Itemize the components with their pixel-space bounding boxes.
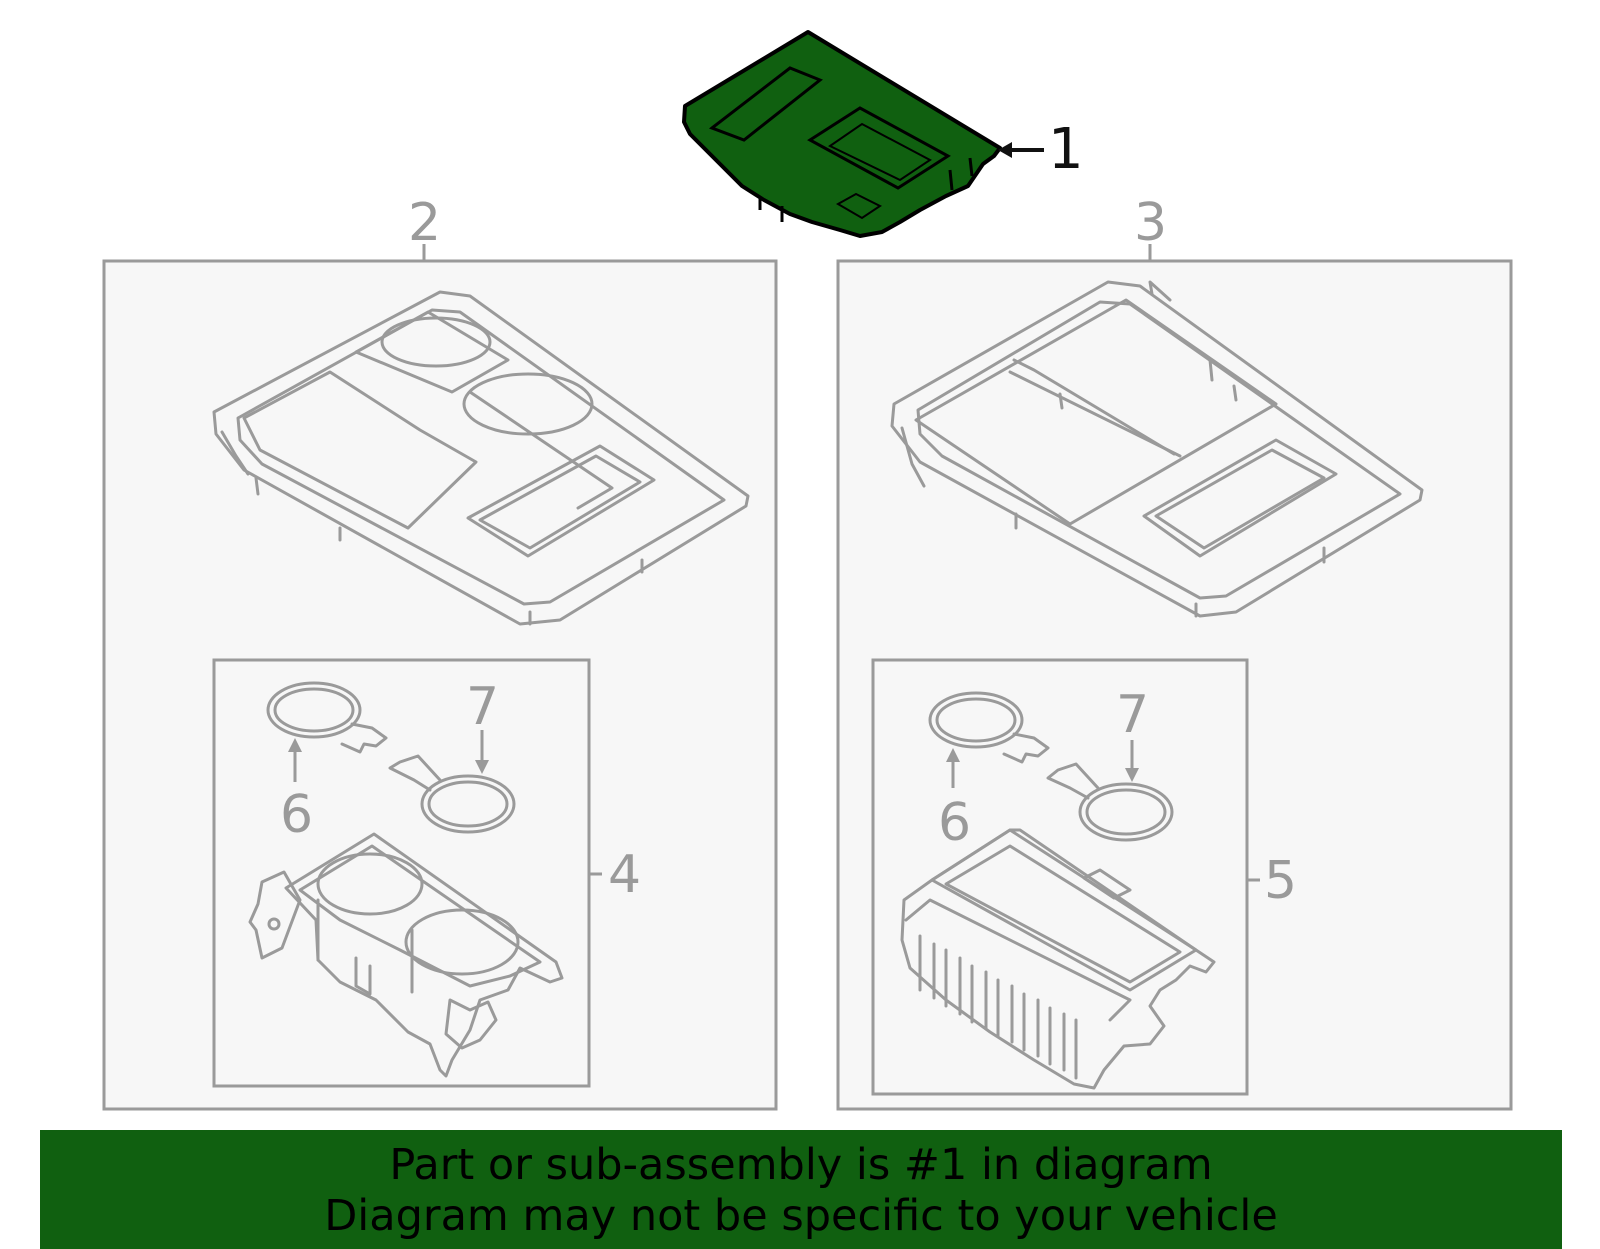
callout-2-label: 2 [408,193,441,253]
part-2-console-trim[interactable] [212,290,750,626]
callout-6-left-label: 6 [280,785,313,845]
callout-7-left-label: 7 [466,677,499,737]
callout-6-right-label: 6 [938,793,971,853]
callout-5-label: 5 [1264,851,1297,911]
assembly-2-panel [102,259,778,1111]
part-7-ring-right[interactable] [1046,762,1174,842]
assembly-5-box [871,658,1249,1096]
part-5-storage-assembly[interactable] [900,828,1216,1090]
callout-4-label: 4 [608,845,641,905]
callout-1-label: 1 [1048,117,1084,182]
part-6-ring-right[interactable] [928,691,1050,764]
banner-line-2: Diagram may not be specific to your vehi… [324,1191,1278,1241]
part-1-tray[interactable] [682,30,1002,238]
assembly-3-panel [836,259,1513,1111]
part-3-console-trim[interactable] [890,280,1424,618]
banner-line-1: Part or sub-assembly is #1 in diagram [389,1140,1213,1190]
part-6-ring-left[interactable] [266,681,388,754]
callout-1: 1 [998,117,1084,182]
callout-3-label: 3 [1134,193,1167,253]
info-banner: Part or sub-assembly is #1 in diagram Di… [40,1130,1562,1249]
callout-7-right-label: 7 [1116,685,1149,745]
part-7-ring-left[interactable] [388,754,516,834]
part-4-cupholder-assembly[interactable] [248,832,564,1078]
